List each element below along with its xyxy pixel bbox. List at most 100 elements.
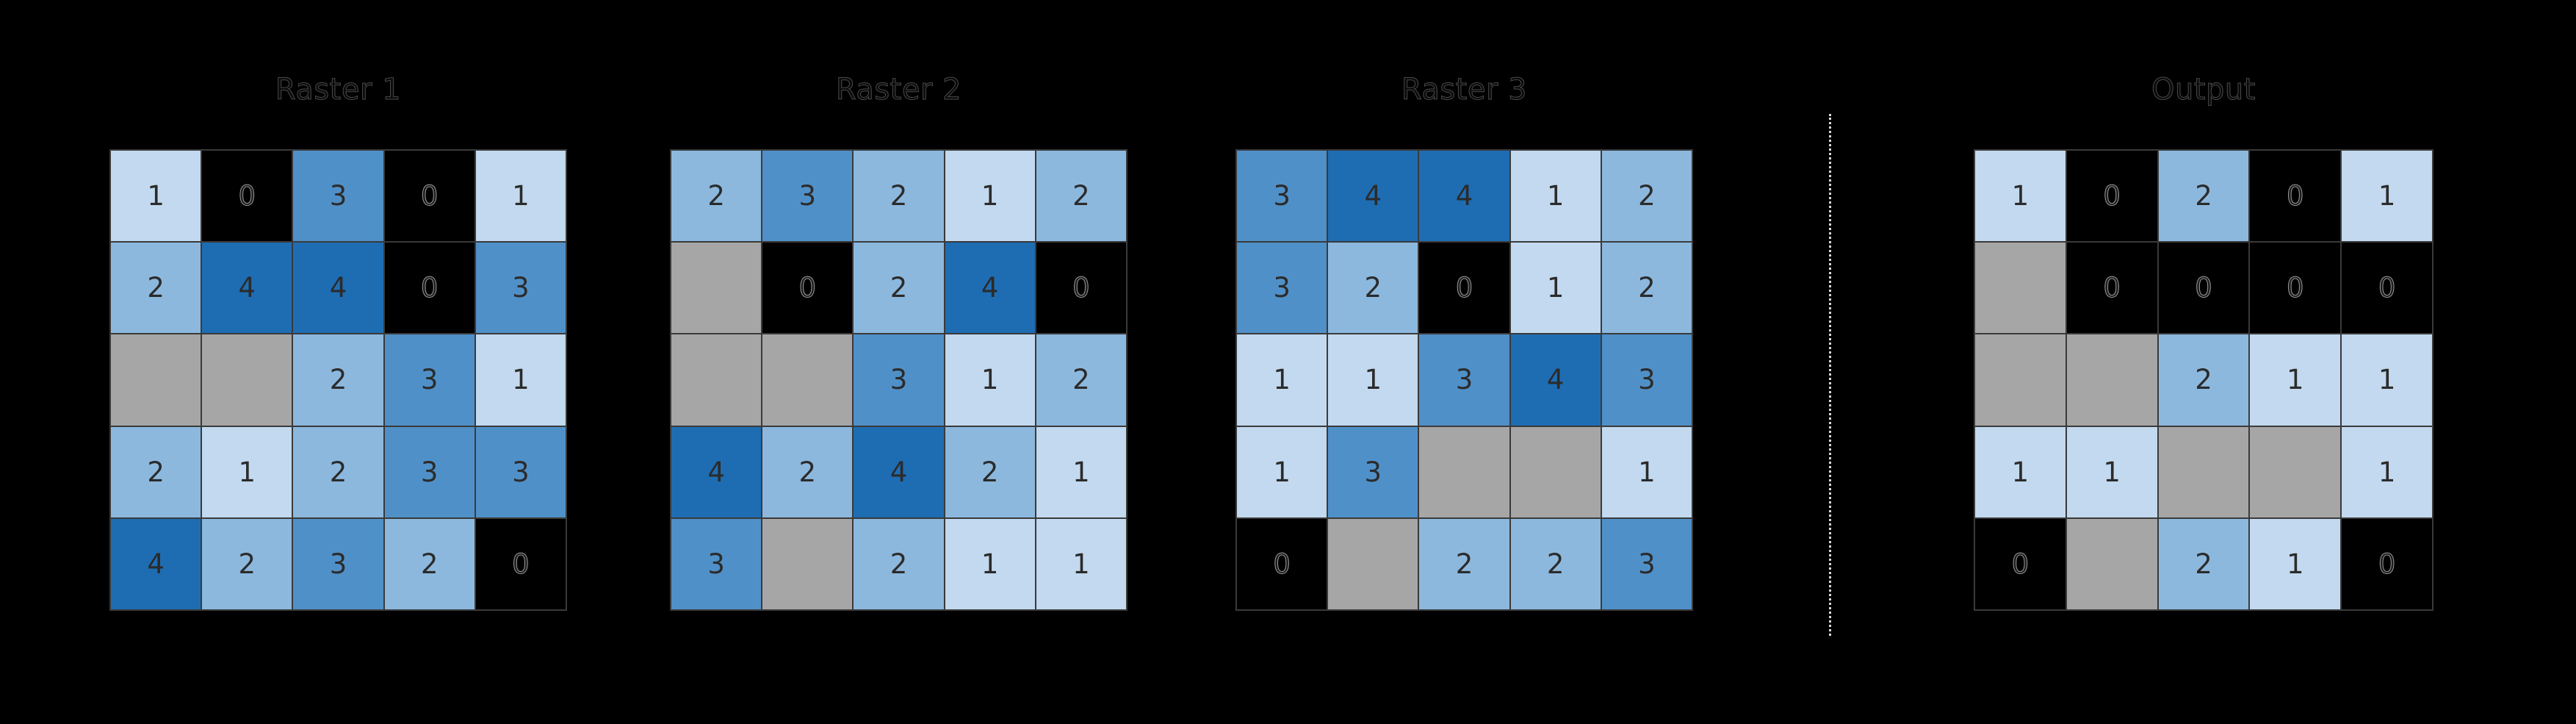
raster-cell <box>762 334 853 426</box>
raster-cell: 3 <box>1237 151 1327 242</box>
raster-cell: 1 <box>2250 334 2341 426</box>
raster-cell: 0 <box>2066 243 2157 334</box>
raster-cell <box>671 334 762 426</box>
raster-cell: 3 <box>384 426 475 517</box>
raster-cell: 0 <box>1036 243 1126 334</box>
raster-cell: 2 <box>1601 243 1692 334</box>
raster-cell: 3 <box>1237 243 1327 334</box>
raster-cell: 1 <box>945 151 1035 242</box>
raster-cell: 4 <box>1510 334 1601 426</box>
raster-cell: 1 <box>1510 151 1601 242</box>
raster-cell: 2 <box>854 518 944 609</box>
raster-cell: 3 <box>1601 518 1692 609</box>
raster-cell: 3 <box>384 334 475 426</box>
raster-cell <box>1510 426 1601 517</box>
raster-cell: 1 <box>2066 426 2157 517</box>
panel-title-raster-1: Raster 1 <box>275 73 402 107</box>
raster-cell <box>1975 334 2066 426</box>
raster-cell: 2 <box>293 334 383 426</box>
raster-cell: 2 <box>762 426 853 517</box>
raster-cell: 3 <box>671 518 762 609</box>
raster-cell: 0 <box>1975 518 2066 609</box>
raster-cell: 4 <box>1419 151 1509 242</box>
raster-cell: 1 <box>475 151 566 242</box>
panel-title-raster-3: Raster 3 <box>1401 73 1528 107</box>
panel-title-raster-2: Raster 2 <box>835 73 962 107</box>
raster-cell: 0 <box>202 151 292 242</box>
raster-cell: 2 <box>2158 151 2249 242</box>
raster-cell: 4 <box>671 426 762 517</box>
raster-cell <box>1975 243 2066 334</box>
raster-cell: 0 <box>2250 151 2341 242</box>
raster-cell: 0 <box>2342 243 2432 334</box>
raster-cell: 2 <box>1419 518 1509 609</box>
raster-cell: 0 <box>1419 243 1509 334</box>
raster-cell: 1 <box>1510 243 1601 334</box>
raster-cell: 1 <box>2342 426 2432 517</box>
raster-cell: 3 <box>854 334 944 426</box>
raster-cell: 1 <box>1036 426 1126 517</box>
panel-title-output: Output <box>2151 73 2256 107</box>
raster-cell: 2 <box>854 151 944 242</box>
raster-cell <box>202 334 292 426</box>
raster-cell <box>1419 426 1509 517</box>
raster-cell: 1 <box>2250 518 2341 609</box>
raster-cell: 2 <box>1036 151 1126 242</box>
raster-cell: 2 <box>854 243 944 334</box>
raster-cell: 3 <box>293 151 383 242</box>
raster-cell: 1 <box>945 518 1035 609</box>
raster-cell: 2 <box>111 426 201 517</box>
raster-cell: 0 <box>475 518 566 609</box>
raster-cell: 0 <box>762 243 853 334</box>
raster-cell: 2 <box>1601 151 1692 242</box>
raster-cell: 0 <box>384 243 475 334</box>
raster-cell: 1 <box>1975 151 2066 242</box>
raster-cell: 2 <box>945 426 1035 517</box>
raster-cell: 2 <box>671 151 762 242</box>
raster-cell: 1 <box>475 334 566 426</box>
raster-cell <box>2066 334 2157 426</box>
raster-cell: 0 <box>2066 151 2157 242</box>
raster-cell: 2 <box>111 243 201 334</box>
raster-cell <box>2158 426 2249 517</box>
raster-cell: 0 <box>2250 243 2341 334</box>
raster-cell <box>2066 518 2157 609</box>
raster-cell: 3 <box>762 151 853 242</box>
raster-cell: 1 <box>1975 426 2066 517</box>
raster-cell: 3 <box>475 426 566 517</box>
raster-cell: 2 <box>202 518 292 609</box>
raster-cell: 1 <box>1036 518 1126 609</box>
raster-cell <box>111 334 201 426</box>
raster-cell: 4 <box>854 426 944 517</box>
raster-cell: 0 <box>1237 518 1327 609</box>
raster-cell: 4 <box>1328 151 1418 242</box>
raster-cell: 1 <box>1328 334 1418 426</box>
raster-cell: 2 <box>293 426 383 517</box>
raster-cell: 1 <box>111 151 201 242</box>
raster-cell: 3 <box>1419 334 1509 426</box>
raster-cell: 1 <box>202 426 292 517</box>
raster-cell: 1 <box>1237 334 1327 426</box>
raster-cell: 1 <box>1601 426 1692 517</box>
raster-cell <box>671 243 762 334</box>
raster-cell: 1 <box>945 334 1035 426</box>
raster-cell: 1 <box>2342 151 2432 242</box>
raster-cell: 0 <box>384 151 475 242</box>
raster-cell: 2 <box>1510 518 1601 609</box>
raster-cell: 3 <box>293 518 383 609</box>
raster-cell: 2 <box>1328 243 1418 334</box>
raster-cell: 1 <box>2342 334 2432 426</box>
raster-cell: 2 <box>2158 518 2249 609</box>
raster-cell: 4 <box>111 518 201 609</box>
raster-cell: 2 <box>1036 334 1126 426</box>
raster-cell <box>762 518 853 609</box>
